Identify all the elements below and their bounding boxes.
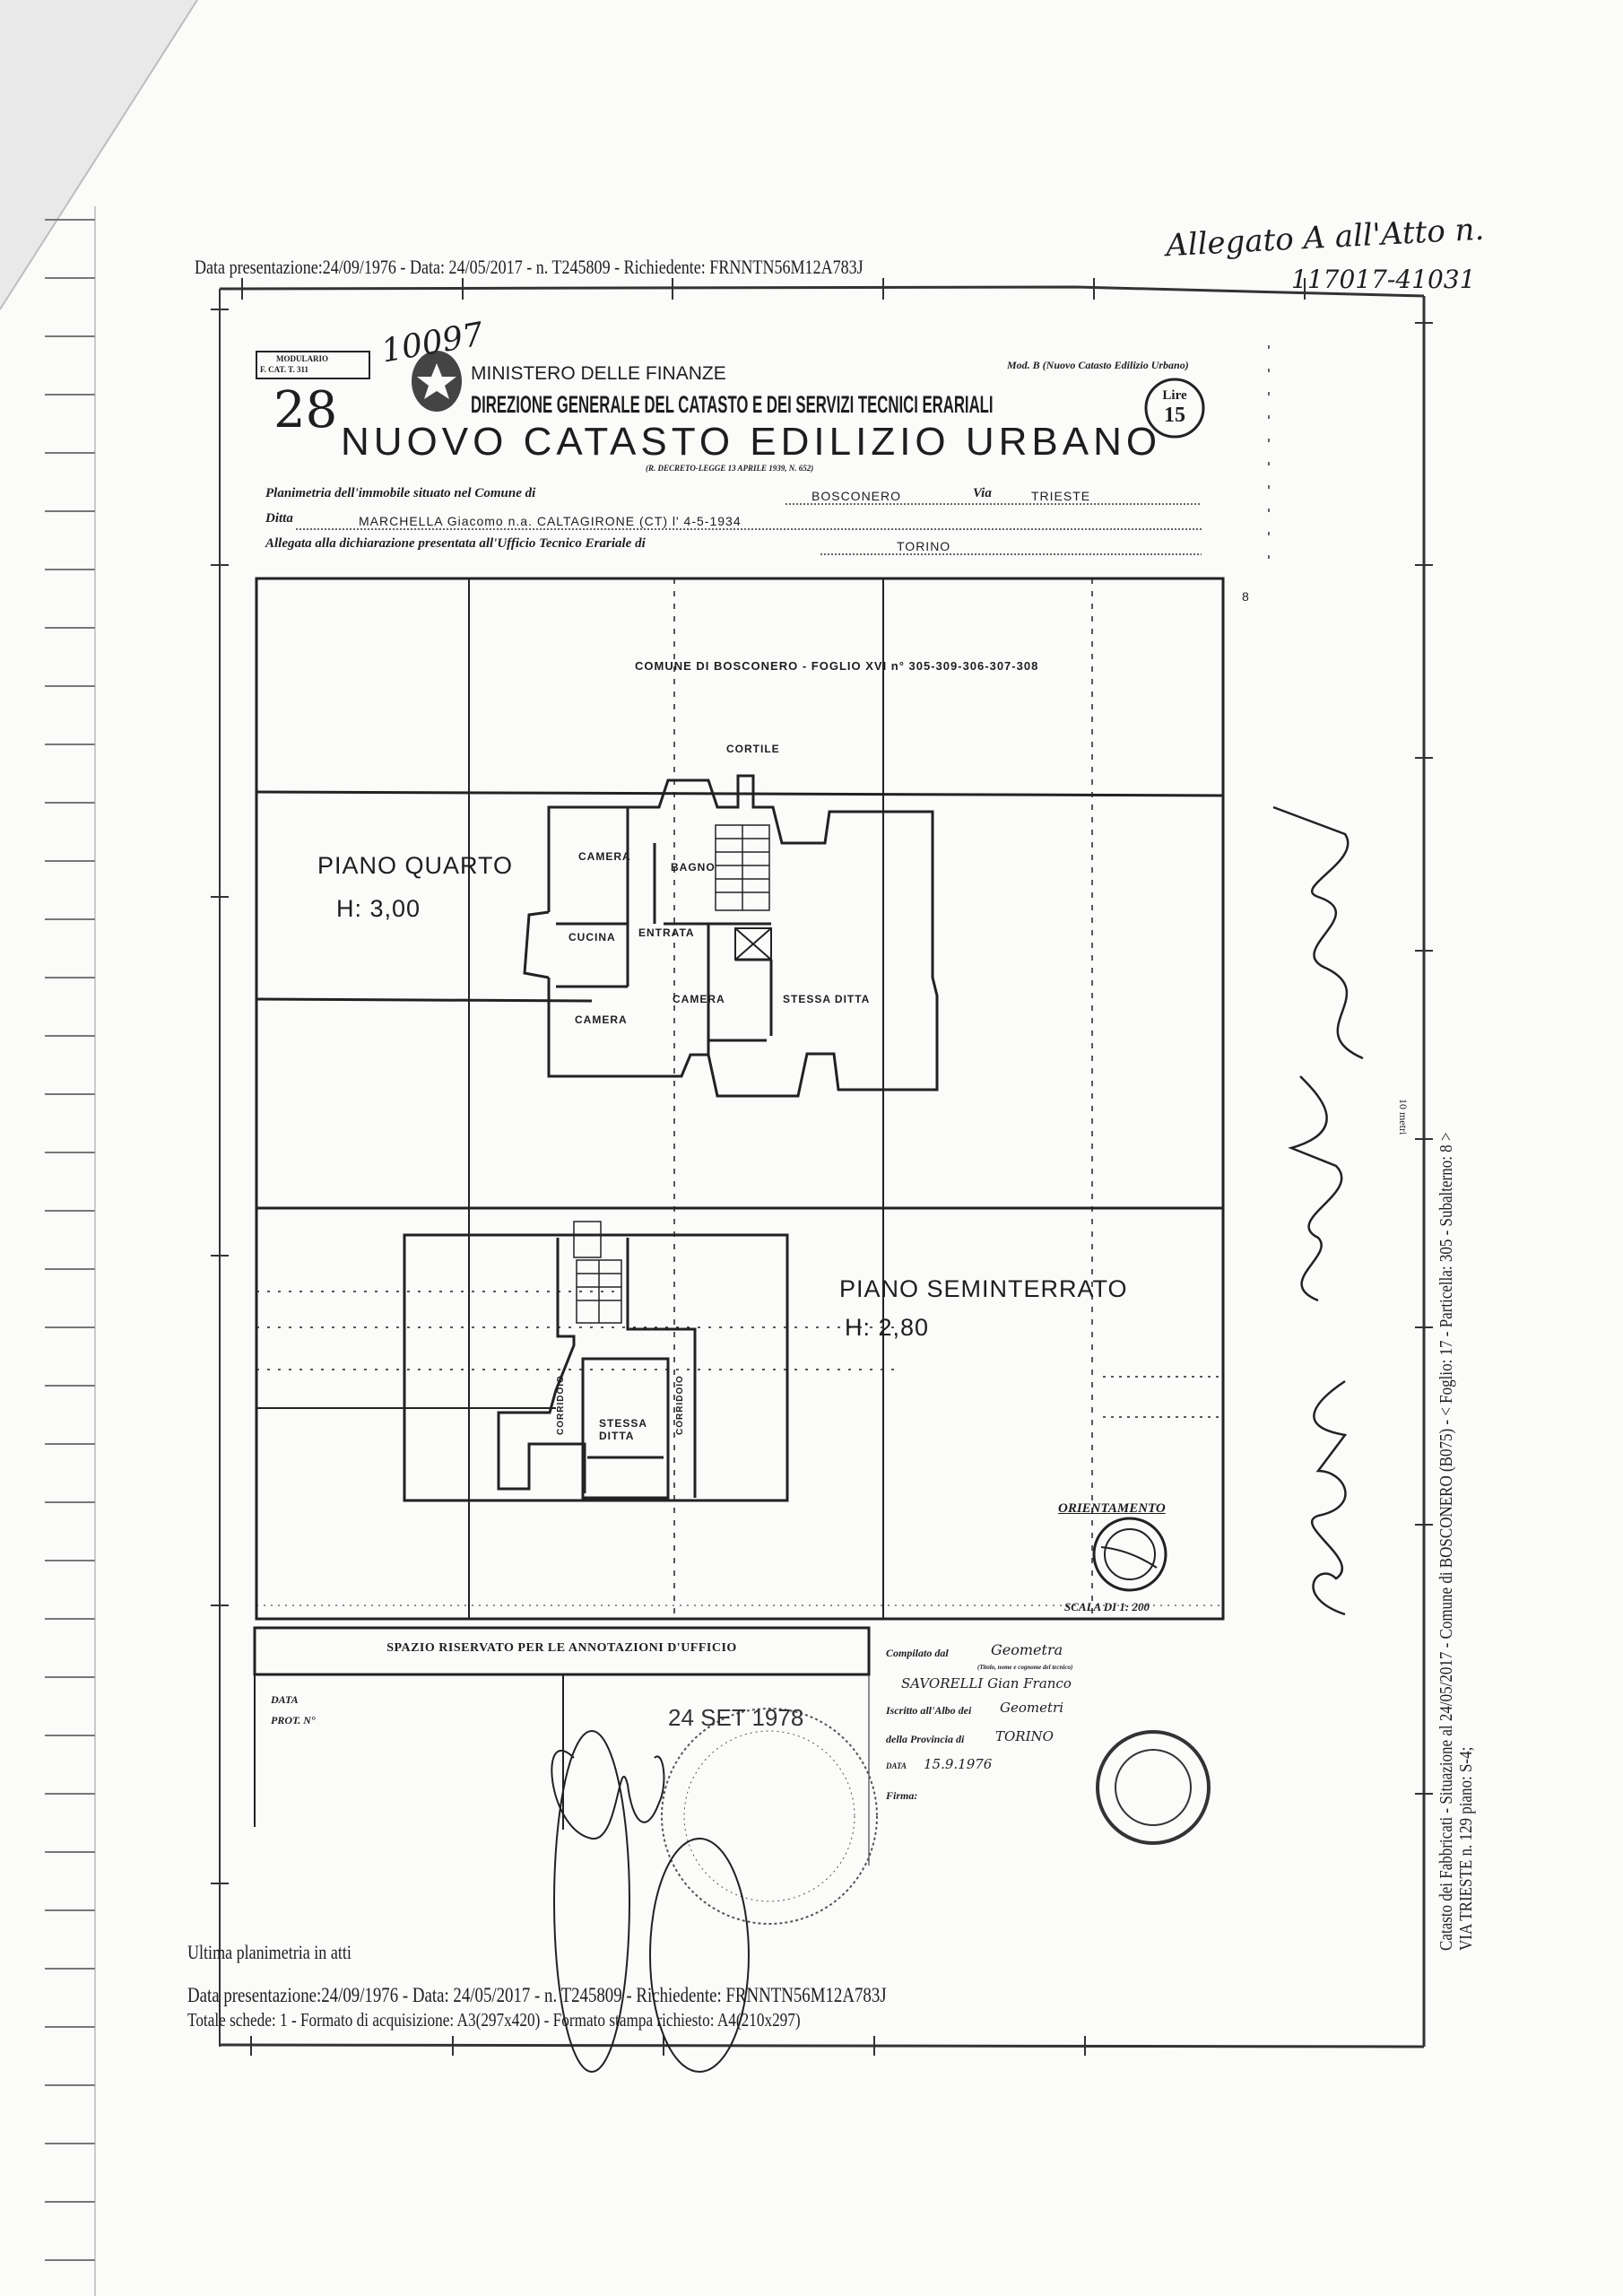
room-label: CORRIDOIO: [556, 1375, 566, 1435]
orientation-label: ORIENTAMENTO: [1058, 1501, 1166, 1516]
firma-label: Firma:: [886, 1789, 918, 1802]
compilato-value: Geometra: [991, 1641, 1063, 1658]
upper-floor-plan: [523, 774, 939, 1098]
planimetria-label: Planimetria dell'immobile situato nel Co…: [265, 486, 536, 500]
room-label: ENTRATA: [638, 926, 695, 939]
modulario-box: [256, 351, 370, 379]
office-round-stamp: [661, 1708, 878, 1925]
room-label: CORRIDOIO: [675, 1375, 685, 1435]
cortile-label: CORTILE: [726, 743, 780, 755]
geometra-round-stamp: [1096, 1730, 1211, 1845]
room-label: BAGNO: [671, 861, 716, 874]
title-hint: (Titolo, nome e cognome del tecnico): [977, 1664, 1073, 1671]
footer-line1: Data presentazione:24/09/1976 - Data: 24…: [187, 1984, 887, 2006]
lire-stamp-circle: [1144, 378, 1205, 439]
cadastral-reference: COMUNE DI BOSCONERO - FOGLIO XVI n° 305-…: [635, 659, 1039, 673]
lire-label: Lire: [1162, 388, 1187, 403]
ministry-name: MINISTERO DELLE FINANZE: [471, 363, 726, 384]
via-label: Via: [973, 486, 992, 500]
document-title: NUOVO CATASTO EDILIZIO URBANO: [341, 420, 1162, 464]
room-label: STESSA DITTA: [783, 993, 871, 1005]
handwritten-annotation-number: 117017-41031: [1291, 265, 1476, 294]
room-label: CUCINA: [568, 931, 616, 944]
left-margin-ticks: [45, 219, 95, 2261]
presentation-header: Data presentazione:24/09/1976 - Data: 24…: [195, 256, 864, 278]
basement-staircase-icon: [573, 1221, 622, 1324]
compiler-date-value: 15.9.1976: [924, 1756, 993, 1772]
side-scale-mark: 10 metri: [1397, 1099, 1410, 1135]
signature-scribble: [551, 1730, 750, 2073]
room-label: CAMERA: [673, 993, 725, 1005]
stamp-date: 24 SET 1978: [668, 1704, 804, 1731]
handwritten-signature: [1272, 805, 1364, 1616]
iscritto-value: Geometri: [1000, 1700, 1063, 1716]
compiler-name: SAVORELLI Gian Franco: [901, 1675, 1072, 1692]
room-label: STESSA DITTA: [599, 1417, 647, 1442]
footer-line2: Totale schede: 1 - Formato di acquisizio…: [187, 2009, 801, 2031]
side-address-info: VIA TRIESTE n. 129 piano: S-4;: [1456, 1746, 1476, 1951]
room-label: CAMERA: [575, 1013, 628, 1026]
annotation-prot-label: PROT. N°: [271, 1714, 316, 1726]
modulario-line2: F. CAT. T. 311: [260, 365, 309, 374]
outer-frame: [211, 278, 1433, 2056]
staircase-icon: [715, 824, 770, 911]
compiler-date-label: DATA: [886, 1761, 907, 1770]
annotation-header: SPAZIO RISERVATO PER LE ANNOTAZIONI D'UF…: [386, 1641, 737, 1655]
annotation-data-label: DATA: [271, 1693, 299, 1706]
directorate-name: DIREZIONE GENERALE DEL CATASTO E DEI SER…: [471, 391, 994, 418]
lower-floor-name: PIANO SEMINTERRATO: [839, 1275, 1128, 1302]
side-cadastre-info: Catasto dei Fabbricati - Situazione al 2…: [1436, 1132, 1456, 1951]
comune-value: BOSCONERO: [812, 489, 902, 503]
lire-value: 15: [1164, 404, 1185, 427]
provincia-label: della Provincia di: [886, 1733, 965, 1745]
handwritten-sheet-number: 28: [273, 381, 338, 439]
upper-floor-name: PIANO QUARTO: [317, 852, 514, 879]
iscritto-label: Iscritto all'Albo dei: [886, 1704, 972, 1717]
plan-frame: [255, 577, 1225, 1621]
sheet-number: 8: [1242, 589, 1249, 604]
provincia-value: TORINO: [995, 1728, 1054, 1744]
via-value: TRIESTE: [1031, 489, 1091, 503]
compass-icon: [1092, 1517, 1167, 1592]
ditta-label: Ditta: [265, 511, 293, 526]
lower-floor-height: H: 2,80: [845, 1314, 930, 1341]
lower-floor-plan: [403, 1233, 789, 1502]
room-label: CAMERA: [578, 850, 631, 863]
republic-emblem-icon: [412, 351, 462, 412]
decree-reference: (R. DECRETO-LEGGE 13 APRILE 1939, N. 652…: [646, 464, 814, 473]
annotation-box: [253, 1626, 871, 1866]
upper-floor-height: H: 3,00: [336, 895, 421, 922]
scale-label: SCALA DI 1: 200: [1064, 1600, 1150, 1613]
modulario-line1: MODULARIO: [276, 354, 328, 363]
compilato-label: Compilato dal: [886, 1647, 949, 1659]
ultima-planimetria: Ultima planimetria in atti: [187, 1941, 352, 1963]
ditta-value: MARCHELLA Giacomo n.a. CALTAGIRONE (CT) …: [359, 514, 742, 528]
lire-stamp: Lire 15: [1157, 386, 1193, 427]
modulario-label: MODULARIO F. CAT. T. 311: [260, 353, 328, 375]
model-label: Mod. B (Nuovo Catasto Edilizio Urbano): [1007, 359, 1189, 371]
allegata-label: Allegata alla dichiarazione presentata a…: [265, 536, 646, 551]
allegata-value: TORINO: [897, 539, 951, 553]
